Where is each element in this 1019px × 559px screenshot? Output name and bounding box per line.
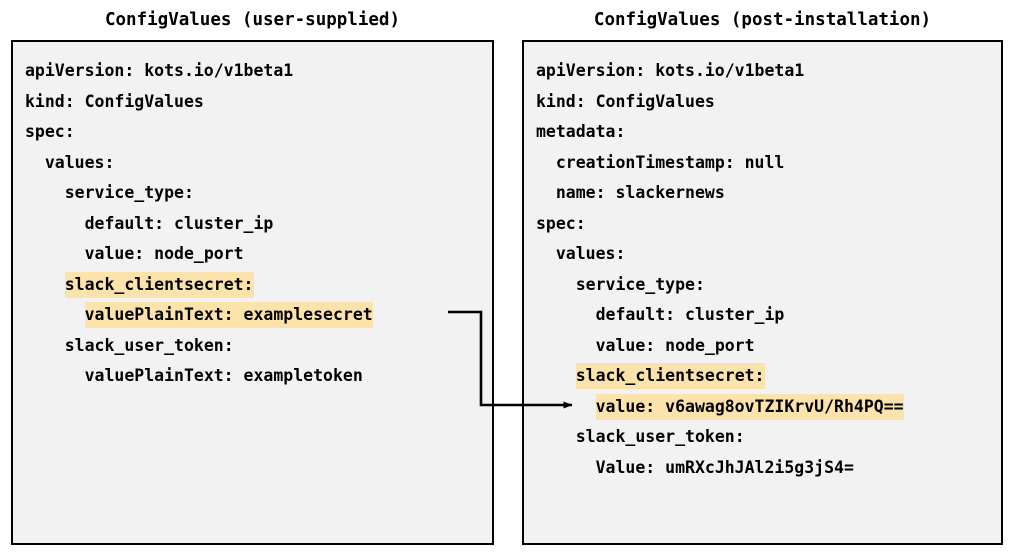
yaml-indent xyxy=(536,272,576,298)
yaml-line: metadata: xyxy=(524,117,1001,148)
yaml-text: metadata: xyxy=(536,122,626,141)
yaml-line: kind: ConfigValues xyxy=(13,87,492,118)
yaml-text: apiVersion: kots.io/v1beta1 xyxy=(536,61,805,80)
yaml-line: default: cluster_ip xyxy=(524,300,1001,331)
yaml-indent xyxy=(25,211,85,237)
yaml-line: value: v6awag8ovTZIKrvU/Rh4PQ== xyxy=(524,392,1001,423)
yaml-text-highlighted: valuePlainText: examplesecret xyxy=(84,302,373,328)
yaml-indent xyxy=(536,241,556,267)
right-yaml-lines: apiVersion: kots.io/v1beta1 kind: ConfigV… xyxy=(524,42,1001,483)
yaml-text: Value: umRXcJhJAl2i5g3jS4= xyxy=(595,457,854,477)
yaml-line: spec: xyxy=(13,117,492,148)
yaml-indent xyxy=(536,333,596,359)
yaml-indent xyxy=(25,150,45,176)
yaml-indent xyxy=(536,150,556,176)
yaml-text: default: cluster_ip xyxy=(595,305,785,324)
yaml-indent xyxy=(25,272,65,298)
left-panel-title: ConfigValues (user-supplied) xyxy=(104,10,400,30)
yaml-line: valuePlainText: examplesecret xyxy=(13,300,492,331)
yaml-indent xyxy=(25,363,85,389)
yaml-text: default: cluster_ip xyxy=(84,213,274,233)
yaml-line: name: slackernews xyxy=(524,178,1001,209)
yaml-indent xyxy=(25,333,65,359)
yaml-text: value: node_port xyxy=(84,244,244,263)
yaml-line: slack_user_token: xyxy=(13,331,492,362)
yaml-text-highlighted: slack_clientsecret: xyxy=(575,363,765,389)
yaml-text-highlighted: slack_clientsecret: xyxy=(64,271,254,298)
yaml-text: slack_user_token: xyxy=(64,335,234,355)
yaml-indent xyxy=(25,241,85,267)
yaml-line: default: cluster_ip xyxy=(13,209,492,240)
yaml-text: spec: xyxy=(25,122,75,141)
yaml-indent xyxy=(536,363,576,389)
left-yaml-lines: apiVersion: kots.io/v1beta1 kind: ConfigV… xyxy=(13,42,492,392)
yaml-text: value: node_port xyxy=(595,335,755,355)
left-yaml-box: apiVersion: kots.io/v1beta1 kind: ConfigV… xyxy=(11,40,494,545)
right-panel-title: ConfigValues (post-installation) xyxy=(593,10,932,30)
yaml-indent xyxy=(536,394,596,420)
yaml-text: values: xyxy=(555,244,626,263)
yaml-line: Value: umRXcJhJAl2i5g3jS4= xyxy=(524,453,1001,484)
yaml-line: value: node_port xyxy=(13,239,492,270)
yaml-line: service_type: xyxy=(524,270,1001,301)
yaml-line: slack_user_token: xyxy=(524,422,1001,453)
yaml-line: apiVersion: kots.io/v1beta1 xyxy=(524,56,1001,87)
yaml-line: creationTimestamp: null xyxy=(524,148,1001,179)
yaml-text: kind: ConfigValues xyxy=(25,91,204,111)
yaml-text: valuePlainText: exampletoken xyxy=(84,366,363,385)
yaml-indent xyxy=(536,302,596,328)
yaml-text: values: xyxy=(44,152,115,172)
yaml-text: apiVersion: kots.io/v1beta1 xyxy=(25,61,294,80)
yaml-text: creationTimestamp: null xyxy=(555,152,785,172)
yaml-indent xyxy=(536,424,576,450)
yaml-text-highlighted: value: v6awag8ovTZIKrvU/Rh4PQ== xyxy=(595,393,904,420)
yaml-line: slack_clientsecret: xyxy=(13,270,492,301)
yaml-indent xyxy=(536,180,556,206)
yaml-line: values: xyxy=(524,239,1001,270)
yaml-line: valuePlainText: exampletoken xyxy=(13,361,492,392)
yaml-line: values: xyxy=(13,148,492,179)
yaml-text: slack_user_token: xyxy=(575,427,745,446)
yaml-line: service_type: xyxy=(13,178,492,209)
yaml-text: spec: xyxy=(536,213,586,233)
yaml-indent xyxy=(25,180,65,206)
yaml-line: value: node_port xyxy=(524,331,1001,362)
yaml-line: slack_clientsecret: xyxy=(524,361,1001,392)
yaml-line: apiVersion: kots.io/v1beta1 xyxy=(13,56,492,87)
yaml-indent xyxy=(536,455,596,481)
yaml-line: spec: xyxy=(524,209,1001,240)
yaml-text: kind: ConfigValues xyxy=(536,91,715,111)
yaml-text: service_type: xyxy=(64,183,194,202)
yaml-text: name: slackernews xyxy=(555,183,725,202)
right-yaml-box: apiVersion: kots.io/v1beta1 kind: ConfigV… xyxy=(522,40,1003,545)
yaml-text: service_type: xyxy=(575,274,705,294)
yaml-line: kind: ConfigValues xyxy=(524,87,1001,118)
yaml-indent xyxy=(25,302,85,328)
